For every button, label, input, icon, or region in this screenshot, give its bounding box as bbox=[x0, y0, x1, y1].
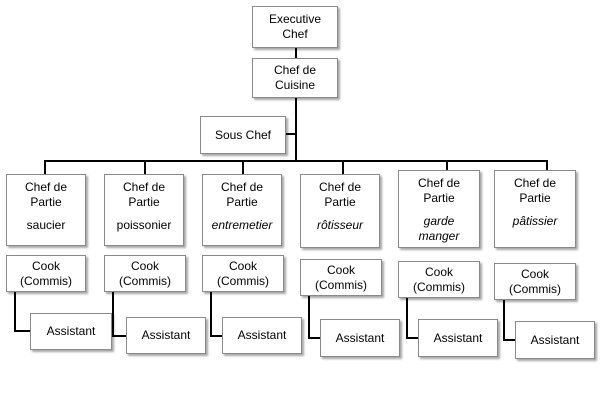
station-speciality-5a: garde bbox=[423, 214, 455, 228]
cook-line-4a: Cook bbox=[326, 262, 355, 277]
assistant-label-3: Assistant bbox=[237, 328, 287, 342]
executive-chef-line-1: Executive bbox=[268, 12, 322, 26]
connector-assistant-horz-6 bbox=[503, 339, 515, 341]
executive-chef-line-2: Chef bbox=[282, 27, 308, 41]
chef-de-partie-title-1b: Partie bbox=[30, 195, 62, 209]
sous-chef-label: Sous Chef bbox=[214, 127, 272, 142]
chef-de-partie-title-5b: Partie bbox=[423, 191, 455, 205]
assistant-box-2: Assistant bbox=[126, 317, 206, 354]
cook-box-5: Cook (Commis) bbox=[398, 261, 480, 298]
assistant-label-2: Assistant bbox=[141, 328, 191, 342]
assistant-label-6: Assistant bbox=[530, 332, 580, 347]
cook-box-3: Cook (Commis) bbox=[202, 255, 284, 292]
chef-de-cuisine-box: Chef de Cuisine bbox=[252, 58, 338, 98]
sous-chef-box: Sous Chef bbox=[200, 116, 286, 154]
chef-de-partie-title-6a: Chef de bbox=[513, 176, 557, 190]
connector-assistant-vert-1 bbox=[14, 292, 16, 332]
connector-sous-chef-stub bbox=[286, 133, 295, 135]
connector-assistant-vert-4 bbox=[308, 296, 310, 339]
chef-de-partie-box-4: Chef de Partie rôtisseur bbox=[300, 174, 380, 248]
assistant-box-3: Assistant bbox=[222, 317, 302, 354]
cook-line-5b: (Commis) bbox=[413, 279, 465, 294]
chef-de-partie-box-1: Chef de Partie saucier bbox=[6, 174, 86, 246]
chef-de-partie-box-3: Chef de Partie entremetier bbox=[202, 174, 282, 246]
connector-assistant-vert-5 bbox=[406, 298, 408, 339]
connector-assistant-horz-1 bbox=[14, 330, 30, 332]
assistant-label-5: Assistant bbox=[433, 330, 483, 345]
assistant-box-1: Assistant bbox=[30, 313, 112, 350]
cook-line-4b: (Commis) bbox=[315, 277, 367, 292]
connector-assistant-horz-4 bbox=[308, 337, 320, 339]
assistant-box-4: Assistant bbox=[320, 319, 400, 357]
connector-assistant-vert-3 bbox=[210, 292, 212, 337]
chef-de-partie-title-2b: Partie bbox=[128, 195, 160, 209]
chef-de-partie-box-6: Chef de Partie pâtissier bbox=[494, 170, 576, 248]
chef-de-partie-title-4b: Partie bbox=[324, 195, 356, 209]
cook-line-1a: Cook bbox=[31, 258, 60, 273]
executive-chef-box: Executive Chef bbox=[252, 6, 338, 48]
connector-exec-to-cuisine bbox=[295, 48, 297, 58]
cook-line-6b: (Commis) bbox=[509, 281, 561, 296]
cook-line-2a: Cook bbox=[130, 258, 159, 273]
connector-drop-4 bbox=[342, 160, 344, 174]
chef-de-partie-title-6b: Partie bbox=[519, 191, 551, 205]
cook-box-4: Cook (Commis) bbox=[300, 259, 382, 296]
chef-de-partie-title-4a: Chef de bbox=[318, 180, 362, 194]
connector-horizontal-bar bbox=[44, 160, 548, 162]
cook-box-1: Cook (Commis) bbox=[6, 255, 86, 292]
connector-drop-5 bbox=[446, 160, 448, 174]
chef-de-partie-box-2: Chef de Partie poissonier bbox=[104, 174, 184, 246]
chef-de-partie-title-2a: Chef de bbox=[122, 180, 166, 194]
cook-box-2: Cook (Commis) bbox=[104, 255, 186, 292]
chef-de-partie-box-5: Chef de Partie garde manger bbox=[398, 170, 480, 248]
cook-line-5a: Cook bbox=[424, 264, 453, 279]
chef-de-cuisine-line-2: Cuisine bbox=[274, 78, 316, 92]
assistant-box-6: Assistant bbox=[515, 321, 595, 359]
connector-drop-3 bbox=[242, 160, 244, 174]
cook-line-6a: Cook bbox=[520, 266, 549, 281]
cook-box-6: Cook (Commis) bbox=[494, 263, 576, 300]
chef-de-partie-title-3b: Partie bbox=[226, 195, 258, 209]
connector-cuisine-to-bar bbox=[295, 98, 297, 160]
assistant-box-5: Assistant bbox=[418, 319, 498, 357]
assistant-label-1: Assistant bbox=[46, 324, 96, 338]
station-speciality-2: poissonier bbox=[116, 218, 172, 232]
station-speciality-6: pâtissier bbox=[512, 214, 558, 228]
chef-de-partie-title-1a: Chef de bbox=[24, 180, 68, 194]
cook-line-1b: (Commis) bbox=[20, 273, 72, 288]
chef-de-cuisine-line-1: Chef de bbox=[273, 63, 317, 77]
cook-line-2b: (Commis) bbox=[119, 273, 171, 288]
assistant-label-4: Assistant bbox=[335, 330, 385, 345]
connector-assistant-horz-2 bbox=[112, 335, 126, 337]
connector-assistant-vert-6 bbox=[503, 300, 505, 341]
connector-assistant-horz-5 bbox=[406, 337, 418, 339]
station-speciality-4: rôtisseur bbox=[316, 218, 363, 232]
connector-assistant-horz-3 bbox=[210, 335, 222, 337]
cook-line-3a: Cook bbox=[228, 258, 257, 273]
station-speciality-3: entremetier bbox=[211, 218, 273, 232]
connector-drop-2 bbox=[144, 160, 146, 174]
chef-de-partie-title-5a: Chef de bbox=[417, 176, 461, 190]
connector-drop-6 bbox=[546, 160, 548, 174]
station-speciality-1: saucier bbox=[26, 218, 66, 232]
connector-drop-1 bbox=[44, 160, 46, 174]
cook-line-3b: (Commis) bbox=[217, 273, 269, 288]
chef-de-partie-title-3a: Chef de bbox=[220, 180, 264, 194]
station-speciality-5b: manger bbox=[418, 229, 460, 243]
connector-assistant-vert-2 bbox=[112, 292, 114, 337]
